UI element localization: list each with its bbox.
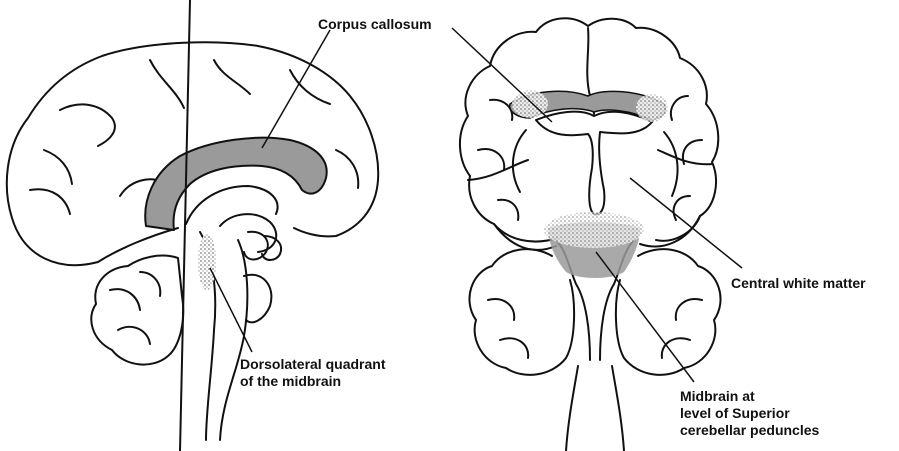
leader-midbrain <box>596 252 694 382</box>
sulcus <box>490 100 512 120</box>
cerebellum-folia <box>488 299 514 320</box>
label-corpus-callosum: Corpus callosum <box>318 16 432 33</box>
cerebellum-right <box>616 249 721 375</box>
brainstem <box>612 366 624 451</box>
dorsolateral-midbrain-region <box>198 234 216 290</box>
label-dorsolateral-quadrant: Dorsolateral quadrant of the midbrain <box>240 356 385 390</box>
lateral-fissure-left <box>468 160 528 180</box>
brainstem <box>566 366 578 451</box>
section-plane-line <box>180 0 190 451</box>
sulcus <box>498 200 518 220</box>
sulcus <box>290 70 330 104</box>
label-line: of the midbrain <box>240 373 385 390</box>
label-line: level of Superior <box>680 405 819 422</box>
sulcus <box>336 150 358 188</box>
sulcus <box>30 189 70 214</box>
leader-lines <box>210 28 742 382</box>
label-line: cerebellar peduncles <box>680 422 819 439</box>
cerebellum-folia <box>118 327 150 344</box>
cerebellum-folia <box>140 272 160 296</box>
label-line: Dorsolateral quadrant <box>240 356 385 373</box>
cerebellum-folia <box>110 289 140 310</box>
label-midbrain: Midbrain at level of Superior cerebellar… <box>680 388 819 439</box>
cerebellum-sagittal <box>91 256 183 365</box>
sulcus <box>150 60 184 108</box>
sulcus <box>60 104 115 146</box>
cerebrum-outline <box>460 18 718 241</box>
cerebellum-folia <box>500 338 528 358</box>
leader-corpus-callosum-right <box>452 28 552 122</box>
brainstem <box>220 240 247 440</box>
mammillary <box>262 236 281 260</box>
sulcus <box>478 149 504 170</box>
temporal-lobe-right <box>640 216 700 246</box>
leader-dorsolateral <box>210 268 252 352</box>
cerebellum-left <box>469 249 574 375</box>
sulcus <box>671 96 688 120</box>
callosum-stipple <box>636 94 668 122</box>
lateral-fissure-right <box>658 150 712 164</box>
cerebellum-folia <box>676 299 702 320</box>
label-central-white-matter: Central white matter <box>731 275 866 292</box>
leader-corpus-callosum-left <box>262 30 330 148</box>
sulcus <box>44 150 72 184</box>
cerebellum-folia <box>662 338 690 358</box>
sulcus <box>674 196 690 220</box>
sulcus <box>214 60 250 94</box>
midbrain-stipple <box>544 212 644 248</box>
label-line: Midbrain at <box>680 388 819 405</box>
lateral-ventricles <box>536 112 652 215</box>
ventricle-horn-right <box>664 132 678 196</box>
